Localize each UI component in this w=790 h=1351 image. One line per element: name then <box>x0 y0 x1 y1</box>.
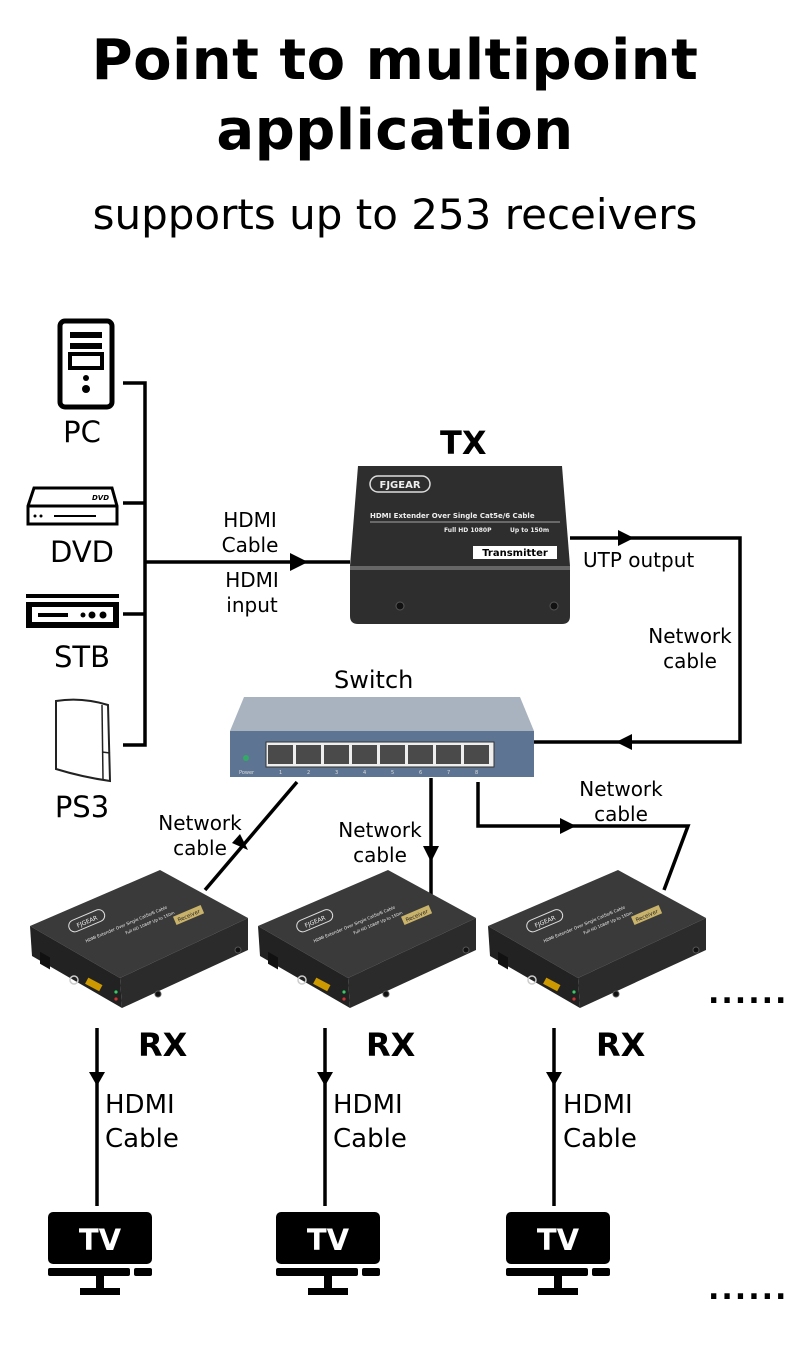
tx-badge: Transmitter <box>482 548 548 559</box>
continuation-dots-rx: ...... <box>708 976 789 1011</box>
subtitle: supports up to 253 receivers <box>92 190 698 239</box>
receiver-device: FJGEAR HDMI Extender Over Single Cat5e/6… <box>30 870 248 1008</box>
arrow-hdmi-in <box>290 553 308 571</box>
network-cable-rx1 <box>203 780 299 892</box>
arrow-rx1 <box>232 834 248 850</box>
switch-port <box>408 745 433 764</box>
switch-port-number: 3 <box>335 770 338 776</box>
hdmi-cable-label: HDMI Cable <box>210 508 290 558</box>
arrow-tv3 <box>546 1072 562 1086</box>
tv-label: TV <box>537 1223 580 1257</box>
arrow-tv1 <box>89 1072 105 1086</box>
arrow-network-back <box>616 734 632 750</box>
receiver-device: FJGEAR HDMI Extender Over Single Cat5e/6… <box>258 870 476 1008</box>
network-cable-line1: Network <box>338 818 422 842</box>
switch-port <box>268 745 293 764</box>
switch-port-number: 4 <box>363 770 366 776</box>
rx-label: RX <box>596 1026 646 1064</box>
hdmi-cable-label-line2: Cable <box>221 533 279 557</box>
rx-hdmi-cable-line2: Cable <box>333 1124 407 1154</box>
rx-hdmi-cable-line1: HDMI <box>333 1090 403 1120</box>
rx-hdmi-cable-line1: HDMI <box>105 1090 175 1120</box>
title-line-1: Point to multipoint <box>91 28 699 93</box>
switch-port-number: 1 <box>279 770 282 776</box>
network-switch: Power 1 2 3 4 5 6 7 8 <box>230 697 534 777</box>
source-label-dvd: DVD <box>50 535 114 569</box>
hdmi-cable-label-line1: HDMI <box>223 508 277 532</box>
network-cable-line1: Network <box>579 777 663 801</box>
dvd-badge: DVD <box>92 494 109 502</box>
switch-port <box>380 745 405 764</box>
switch-port-number: 8 <box>475 770 478 776</box>
tv-icon: TV <box>506 1212 610 1295</box>
arrow-rx2 <box>423 846 439 862</box>
switch-port-number: 6 <box>419 770 422 776</box>
transmitter-device: FJGEAR HDMI Extender Over Single Cat5e/6… <box>350 466 570 624</box>
arrow-rx3 <box>560 818 576 834</box>
rx-label: RX <box>138 1026 188 1064</box>
arrow-tv2 <box>317 1072 333 1086</box>
tv-label: TV <box>307 1223 350 1257</box>
switch-port <box>324 745 349 764</box>
network-cable-line2: cable <box>594 802 648 826</box>
switch-port-number: 2 <box>307 770 310 776</box>
source-label-stb: STB <box>53 640 111 674</box>
utp-output-label: UTP output <box>583 548 695 572</box>
tx-brand: FJGEAR <box>379 480 420 491</box>
tx-product-line: HDMI Extender Over Single Cat5e/6 Cable <box>370 512 535 520</box>
network-cable-label-rx3: Network cable <box>576 777 666 827</box>
network-cable-label-rx2: Network cable <box>335 818 425 868</box>
switch-port-number: 7 <box>447 770 450 776</box>
tv-icon: TV <box>276 1212 380 1295</box>
game-console-icon <box>55 698 112 783</box>
rx-hdmi-cable-line2: Cable <box>563 1124 637 1154</box>
hdmi-input-label-line2: input <box>226 593 278 617</box>
rx-hdmi-cable-line1: HDMI <box>563 1090 633 1120</box>
switch-port <box>296 745 321 764</box>
hdmi-input-label-line1: HDMI <box>225 568 279 592</box>
network-cable-line1: Network <box>158 811 242 835</box>
tx-spec-2: Up to 150m <box>510 527 549 534</box>
switch-label: Switch <box>334 666 414 694</box>
network-cable-line2: cable <box>663 649 717 673</box>
dvd-player-icon: DVD <box>26 486 119 526</box>
title-line-2: application <box>216 98 574 163</box>
switch-port <box>352 745 377 764</box>
source-bus-line <box>123 381 147 747</box>
network-cable-label-rx1: Network cable <box>155 811 245 861</box>
hdmi-input-label: HDMI input <box>210 568 294 618</box>
network-cable-line2: cable <box>173 836 227 860</box>
tv-icon: TV <box>48 1212 152 1295</box>
switch-port <box>436 745 461 764</box>
continuation-dots-tv: ...... <box>708 1272 789 1307</box>
receiver-device: FJGEAR HDMI Extender Over Single Cat5e/6… <box>488 870 706 1008</box>
network-cable-rx3 <box>476 782 691 891</box>
switch-power-label: Power <box>239 770 255 776</box>
network-cable-label-tx: Network cable <box>645 624 735 674</box>
switch-port-number: 5 <box>391 770 394 776</box>
tx-spec-1: Full HD 1080P <box>444 527 492 534</box>
rx-hdmi-cable-label: HDMI Cable <box>563 1088 637 1156</box>
arrow-utp-out <box>618 530 634 546</box>
set-top-box-icon <box>26 594 119 628</box>
pc-tower-icon <box>57 318 115 410</box>
rx-hdmi-cable-line2: Cable <box>105 1124 179 1154</box>
switch-port <box>464 745 489 764</box>
utp-network-line <box>532 536 742 744</box>
tx-label: TX <box>440 424 487 462</box>
rx-label: RX <box>366 1026 416 1064</box>
rx-hdmi-cable-label: HDMI Cable <box>333 1088 407 1156</box>
source-label-pc: PC <box>63 415 101 449</box>
network-cable-line2: cable <box>353 843 407 867</box>
tv-label: TV <box>79 1223 122 1257</box>
network-cable-line1: Network <box>648 624 732 648</box>
source-label-ps3: PS3 <box>54 790 110 824</box>
rx-hdmi-cable-label: HDMI Cable <box>105 1088 179 1156</box>
